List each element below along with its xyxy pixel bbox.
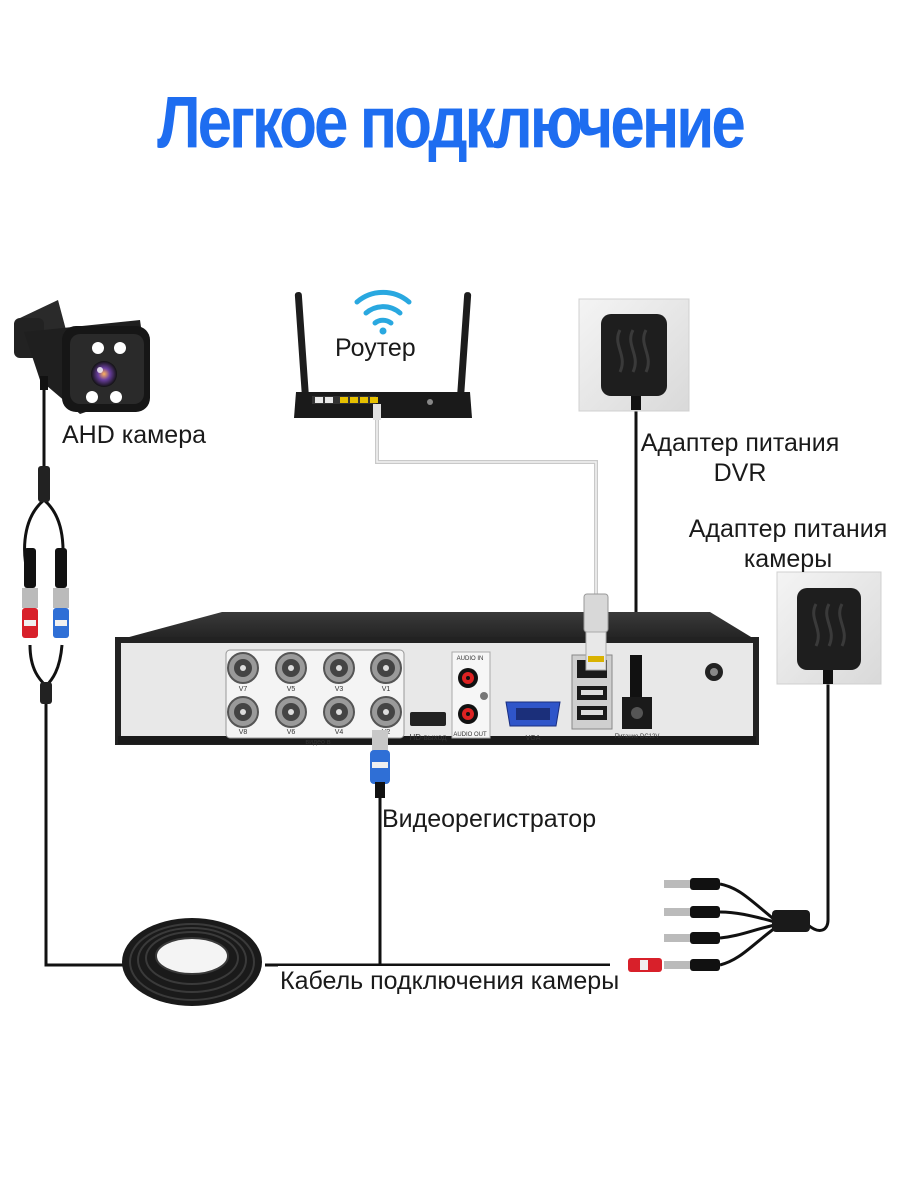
dvr-video-cable bbox=[265, 795, 382, 967]
cable-coil bbox=[122, 918, 262, 1006]
vga-port-label: VGA bbox=[526, 735, 541, 742]
dvr-adapter-label-line2: DVR bbox=[713, 459, 767, 487]
video-group-label: видео в bbox=[305, 739, 330, 746]
dvr-label: Видеорегистратор bbox=[382, 805, 597, 833]
router-label: Роутер bbox=[335, 334, 416, 362]
cable-label: Кабель подключения камеры bbox=[278, 966, 622, 996]
ethernet-cable bbox=[375, 418, 598, 598]
bnc-port-v4: V4 bbox=[323, 696, 355, 736]
bnc-port-v1: V1 bbox=[370, 652, 402, 693]
bnc-port-v7: V7 bbox=[227, 652, 259, 693]
camera-connectors bbox=[22, 466, 69, 704]
router bbox=[294, 292, 472, 420]
camera-adapter-cable bbox=[807, 680, 830, 932]
bnc-port-v2: V2 bbox=[370, 696, 402, 736]
ahd-camera bbox=[14, 300, 150, 414]
power-splitter bbox=[628, 878, 810, 972]
bnc-port-v5: V5 bbox=[275, 652, 307, 693]
bnc-port-label: V8 bbox=[239, 729, 248, 736]
hdmi-port-label: HD-выход bbox=[409, 733, 446, 742]
bnc-port-label: V1 bbox=[382, 686, 391, 693]
camera-power-adapter bbox=[776, 571, 882, 685]
bnc-port-label: V5 bbox=[287, 686, 296, 693]
dvr-power-adapter bbox=[578, 298, 690, 412]
dvr-adapter-label-line1: Адаптер питания bbox=[640, 429, 840, 457]
dvr-adapter-label: Адаптер питания DVR bbox=[640, 428, 840, 488]
camera-adapter-label: Адаптер питания камеры bbox=[688, 514, 888, 574]
bnc-port-v3: V3 bbox=[323, 652, 355, 693]
camera-adapter-label-line2: камеры bbox=[743, 545, 833, 573]
audio-in-label: AUDIO IN bbox=[457, 656, 484, 662]
power-port-label: Питание DC12V bbox=[615, 734, 660, 740]
bnc-port-label: V6 bbox=[287, 729, 296, 736]
bnc-port-v8: V8 bbox=[227, 696, 259, 736]
bnc-port-label: V3 bbox=[335, 686, 344, 693]
bnc-port-v6: V6 bbox=[275, 696, 307, 736]
bnc-port-label: V4 bbox=[335, 729, 344, 736]
audio-out-label: AUDIO OUT bbox=[453, 732, 487, 738]
page-title: Легкое подключение bbox=[157, 82, 746, 165]
wifi-icon bbox=[354, 289, 412, 335]
bnc-port-label: V7 bbox=[239, 686, 248, 693]
camera-adapter-label-line1: Адаптер питания bbox=[688, 515, 888, 543]
camera-label: AHD камера bbox=[62, 421, 207, 449]
